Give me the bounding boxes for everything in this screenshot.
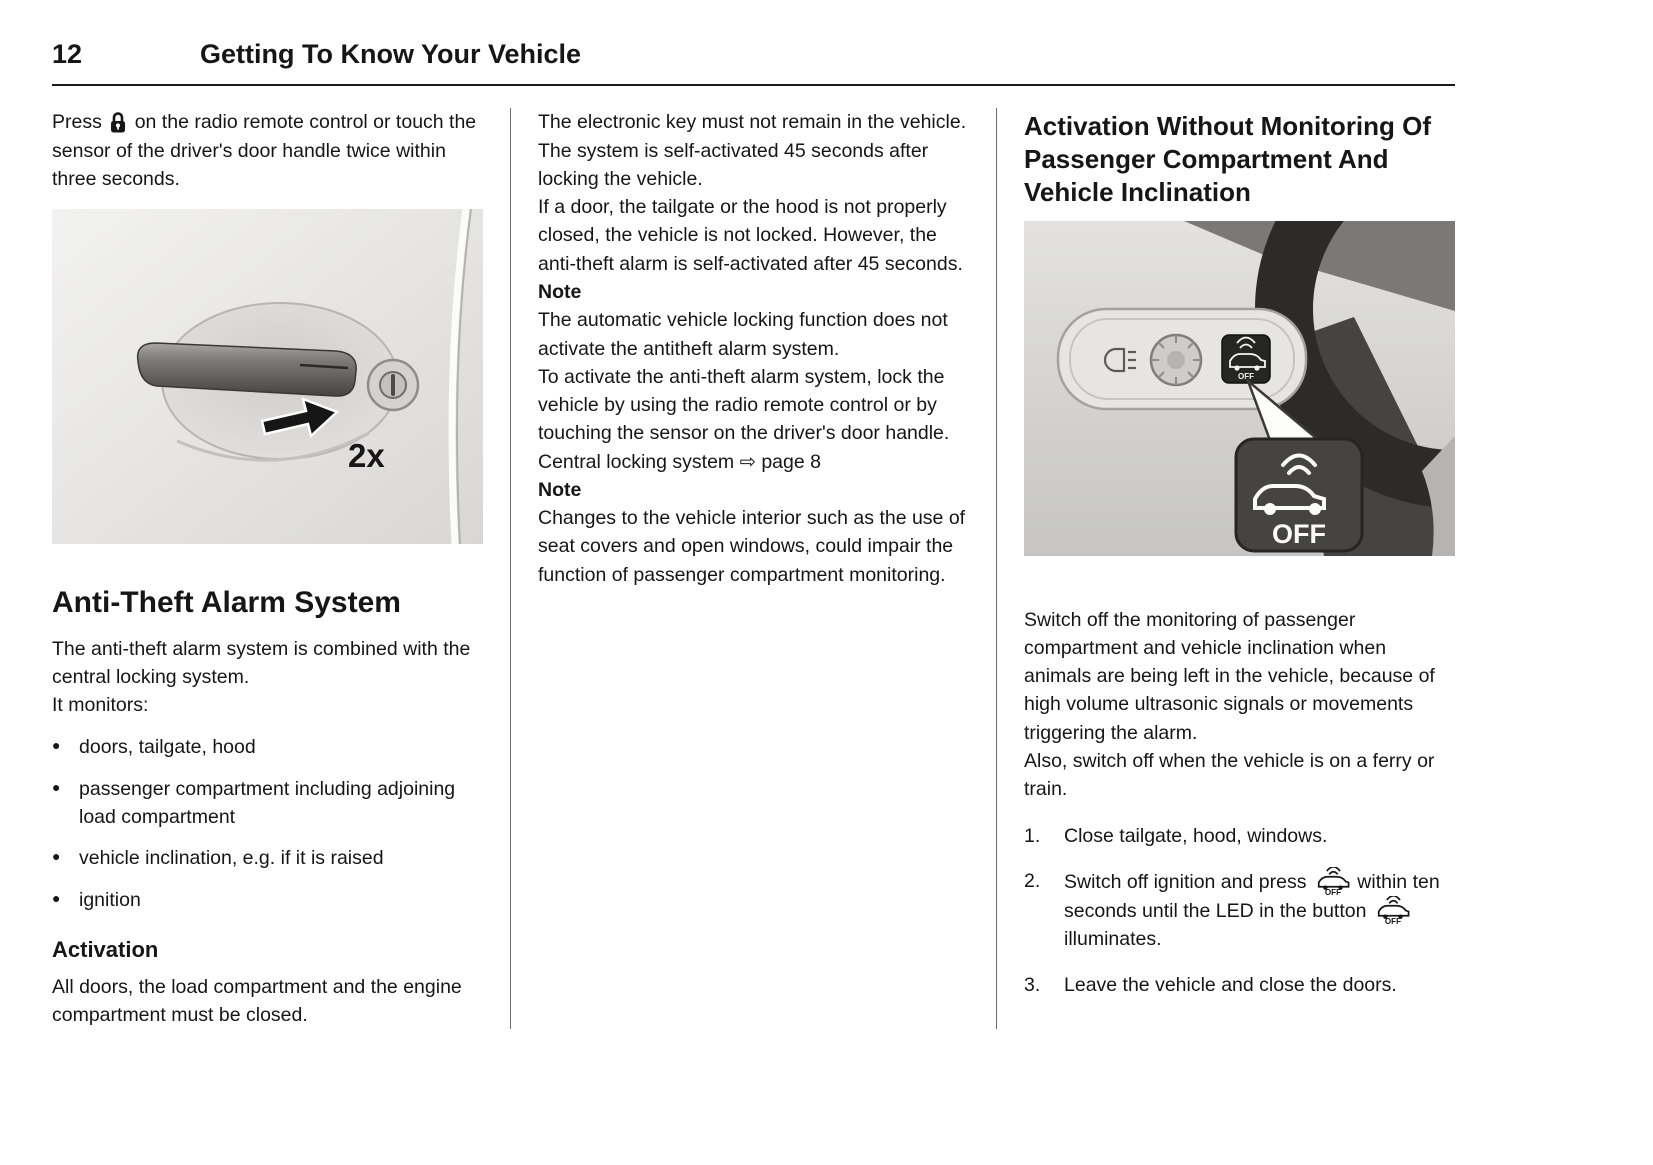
paragraph: To activate the anti-theft alarm system,…	[538, 365, 950, 445]
list-item: vehicle inclination, e.g. if it is raise…	[52, 844, 483, 872]
three-column-layout: Press on the radio remote control or tou…	[52, 108, 1455, 1030]
step-item: 3. Leave the vehicle and close the doors…	[1024, 971, 1455, 999]
section-heading-activation-without-monitoring: Activation Without Monitoring Of Passeng…	[1024, 111, 1432, 207]
car-off-icon: OFF	[1377, 896, 1410, 925]
monitored-items-list: doors, tailgate, hood passenger compartm…	[52, 733, 483, 913]
car-off-badge-icon: OFF	[1234, 437, 1364, 553]
step-item: 2. Switch off ignition and press	[1024, 866, 1455, 954]
step-number: 2.	[1024, 869, 1041, 892]
deactivation-steps-list: 1. Close tailgate, hood, windows. 2. Swi…	[1024, 822, 1455, 999]
page-title: Getting To Know Your Vehicle	[200, 39, 582, 69]
step-text: Switch off ignition and press OFF	[1064, 866, 1455, 954]
intro-paragraph: Press on the radio remote control or tou…	[52, 108, 483, 193]
section-heading-anti-theft: Anti-Theft Alarm System	[52, 586, 401, 620]
paragraph: The system is self-activated 45 seconds …	[538, 139, 929, 190]
page-number: 12	[52, 39, 83, 69]
door-handle-bar	[136, 342, 357, 397]
step-text: Leave the vehicle and close the doors.	[1064, 973, 1397, 996]
paragraph: If a door, the tailgate or the hood is n…	[538, 196, 963, 275]
paragraph: The electronic key must not remain in th…	[538, 111, 967, 134]
intro-text-before: Press	[52, 111, 102, 134]
step-item: 1. Close tailgate, hood, windows.	[1024, 822, 1455, 850]
anti-theft-paragraph-2: It monitors:	[52, 694, 149, 717]
anti-theft-paragraph-1: The anti-theft alarm system is combined …	[52, 637, 471, 688]
door-handle-image: 2x	[52, 209, 483, 545]
list-item: doors, tailgate, hood	[52, 733, 483, 761]
monitoring-off-paragraph: Switch off the monitoring of passenger c…	[1024, 608, 1435, 744]
subheading-activation: Activation	[52, 936, 159, 962]
note-label: Note	[538, 478, 582, 501]
column-divider	[996, 108, 997, 1030]
car-off-button-icon: OFF	[1221, 333, 1271, 384]
step-number: 3.	[1024, 973, 1041, 996]
column-3: Activation Without Monitoring Of Passeng…	[1024, 108, 1455, 1029]
activation-paragraph: All doors, the load compartment and the …	[52, 975, 462, 1026]
note-paragraph: Changes to the vehicle interior such as …	[538, 507, 966, 586]
car-off-icon: OFF	[1317, 866, 1350, 896]
cross-reference-central-locking[interactable]: Central locking system ⇨ page 8	[538, 450, 821, 473]
note-label: Note	[538, 280, 582, 303]
list-item: passenger compartment including adjoinin…	[52, 775, 483, 832]
column-divider	[510, 108, 511, 1030]
step-number: 1.	[1024, 824, 1041, 847]
svg-text:OFF: OFF	[1325, 888, 1341, 896]
ferry-paragraph: Also, switch off when the vehicle is on …	[1024, 749, 1435, 801]
lock-icon	[111, 112, 126, 133]
headlight-icon	[1103, 347, 1136, 372]
intro-text-after: on the radio remote control or touch the…	[52, 111, 477, 190]
touch-arrow	[260, 397, 340, 439]
header-rule	[52, 84, 1455, 87]
page-header: 12 Getting To Know Your Vehicle	[52, 38, 1455, 70]
door-edge-line	[448, 209, 470, 545]
twice-label: 2x	[348, 437, 385, 474]
dashboard-off-button-image: OFF OFF	[1024, 220, 1455, 556]
badge-off-label: OFF	[1272, 519, 1326, 549]
svg-text:OFF: OFF	[1238, 372, 1254, 381]
svg-text:OFF: OFF	[1385, 917, 1401, 925]
note-paragraph: The automatic vehicle locking function d…	[538, 309, 948, 360]
list-item: ignition	[52, 886, 483, 914]
column-1: Press on the radio remote control or tou…	[52, 108, 483, 1029]
column-2: The electronic key must not remain in th…	[538, 108, 969, 1029]
step-text: Close tailgate, hood, windows.	[1064, 824, 1328, 847]
